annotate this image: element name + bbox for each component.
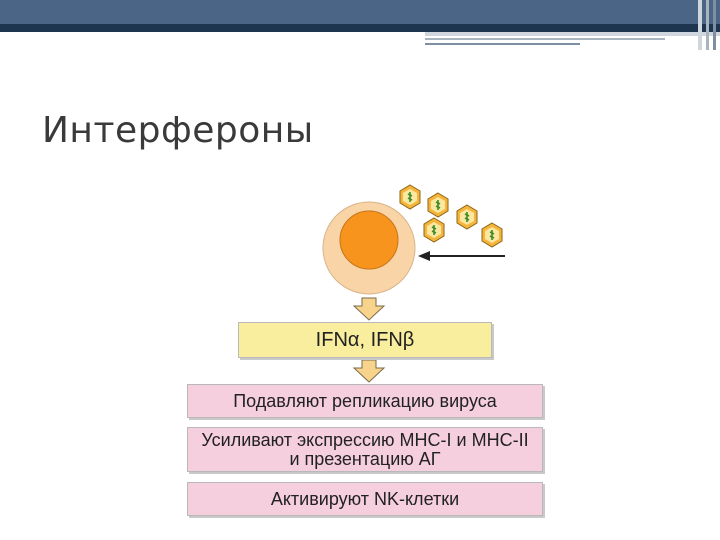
effect-box-mhc: Усиливают экспрессию MHC-I и MHC-II и пр… <box>187 427 543 472</box>
effect-box-replication: Подавляют репликацию вируса <box>187 384 543 418</box>
virus-particle-icon <box>427 192 449 218</box>
effect-label: Активируют NK-клетки <box>270 488 460 509</box>
down-arrow-icon <box>352 297 386 321</box>
virus-particle-icon <box>456 204 478 230</box>
ifn-beta: β <box>402 328 415 351</box>
virus-particle-icon <box>423 217 445 243</box>
effect-box-nk: Активируют NK-клетки <box>187 482 543 516</box>
ifn-alpha: α <box>347 328 360 351</box>
virus-particle-icon <box>399 184 421 210</box>
ifn-separator: , IFN <box>359 328 403 351</box>
down-arrow-icon <box>352 359 386 383</box>
virus-entry-arrow <box>418 251 505 261</box>
slide-title: Интерфероны <box>42 110 314 151</box>
effect-label: Подавляют репликацию вируса <box>233 390 497 411</box>
cell-nucleus <box>339 210 399 270</box>
header-bar <box>0 0 720 50</box>
effect-label: Усиливают экспрессию MHC-I и MHC-II <box>201 429 529 450</box>
ifn-prefix: IFN <box>315 328 348 351</box>
virus-particle-icon <box>481 222 503 248</box>
effect-label: и презентацию АГ <box>289 448 441 469</box>
